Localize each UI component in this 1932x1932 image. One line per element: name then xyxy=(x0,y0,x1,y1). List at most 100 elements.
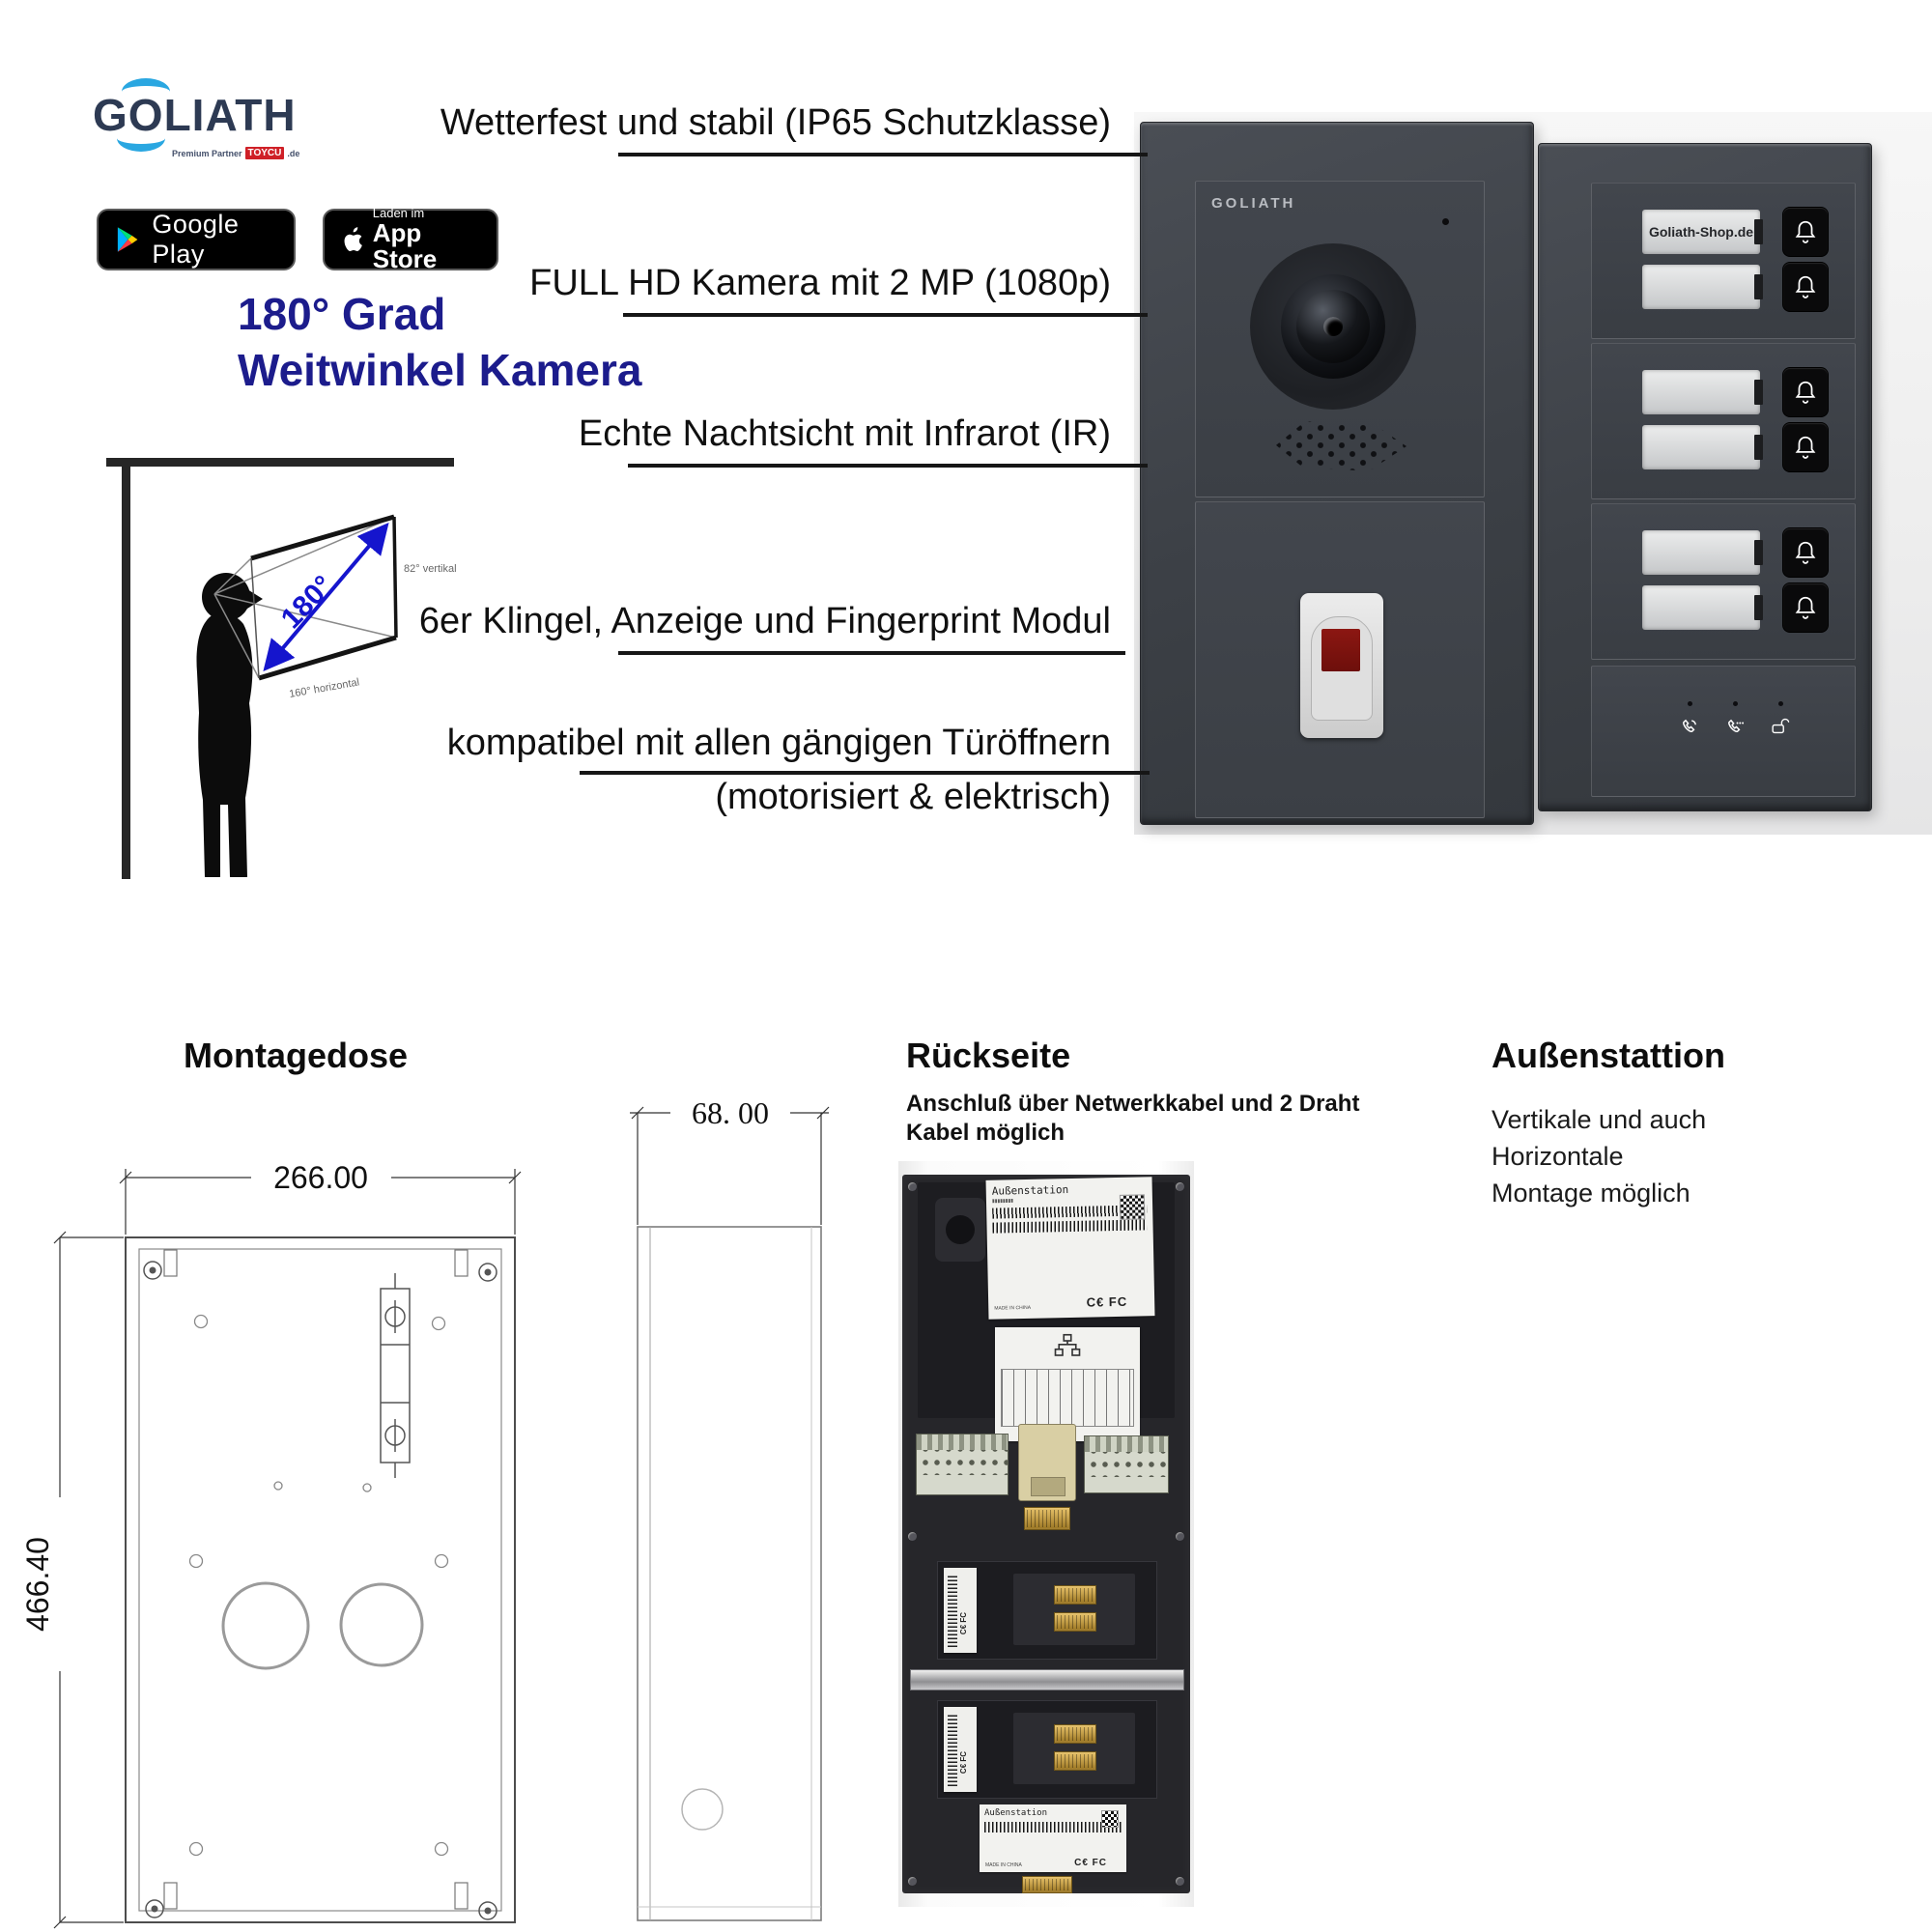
montagedose-drawing: 266.00 466.40 68. 00 xyxy=(20,1095,830,1929)
qr-code xyxy=(1119,1194,1146,1220)
camera-pupil xyxy=(1323,317,1343,336)
screw xyxy=(1176,1877,1184,1886)
status-led xyxy=(1687,701,1692,706)
gold-connector xyxy=(1022,1876,1072,1893)
rj45-jack xyxy=(1018,1424,1076,1501)
rj45-contact xyxy=(1031,1477,1065,1496)
label-title: Außenstation xyxy=(984,1808,1048,1818)
wiring-label xyxy=(995,1327,1140,1441)
headline-line2: Weitwinkel Kamera xyxy=(238,345,642,395)
wall-line-horizontal xyxy=(106,458,454,467)
barcode-vertical xyxy=(948,1574,957,1647)
bell-button-6[interactable] xyxy=(1783,583,1828,632)
made-in-label: MADE IN CHINA xyxy=(985,1862,1022,1868)
google-play-badge[interactable]: Google Play xyxy=(97,209,296,270)
feature-underline xyxy=(618,153,1148,156)
fingerprint-reader[interactable] xyxy=(1300,593,1383,738)
device-label-top: Außenstation ▮▮▮▮▮▮▮▮ C€ FC MADE IN CHIN… xyxy=(985,1177,1155,1320)
nameplate-notch xyxy=(1754,540,1763,565)
terminal-block-left xyxy=(916,1434,1009,1495)
bell-module-1: Goliath-Shop.de xyxy=(1591,183,1856,339)
app-store-label: App Store xyxy=(372,217,438,273)
rueckseite-title: Rückseite xyxy=(906,1036,1071,1075)
status-led xyxy=(1777,701,1783,706)
status-door-unlock xyxy=(1766,701,1795,743)
bell-module-3 xyxy=(1591,503,1856,660)
gold-connector xyxy=(1024,1507,1070,1530)
nameplate-5 xyxy=(1642,530,1763,575)
bell-icon xyxy=(1795,381,1816,404)
ethernet-icon xyxy=(1054,1333,1081,1356)
camera-lens xyxy=(1296,290,1370,363)
bell-icon xyxy=(1795,541,1816,564)
wall-line-vertical xyxy=(122,458,130,879)
din-rail xyxy=(910,1669,1184,1690)
terminal-block-right xyxy=(1084,1435,1169,1493)
aussenstation-line3: Montage möglich xyxy=(1492,1179,1690,1208)
call-active-icon xyxy=(1728,719,1745,733)
barcode xyxy=(992,1219,1148,1234)
fingerprint-sensor[interactable] xyxy=(1321,629,1360,671)
bell-button-5[interactable] xyxy=(1783,528,1828,577)
rueckseite-note: Anschluß über Netwerkkabel und 2 Draht K… xyxy=(906,1090,1359,1148)
partner-suffix: .de xyxy=(287,148,300,158)
nameplate-notch xyxy=(1754,274,1763,299)
bay-label: C€ FC xyxy=(944,1707,977,1792)
screw xyxy=(908,1182,917,1191)
app-store-badge[interactable]: Laden im App Store xyxy=(323,207,498,273)
barcode-vertical xyxy=(948,1713,957,1786)
bay-recess xyxy=(1013,1574,1135,1645)
gold-pad xyxy=(1054,1612,1096,1632)
bell-button-3[interactable] xyxy=(1783,368,1828,416)
terminal-teeth xyxy=(1085,1436,1168,1452)
ce-fc-mark: C€ FC xyxy=(1086,1293,1128,1310)
fov-diagonal-label: 180° xyxy=(275,570,340,636)
status-call-active xyxy=(1720,701,1749,743)
google-play-icon xyxy=(117,227,138,252)
door-station-camera-panel: GOLIATH xyxy=(1140,122,1534,825)
nameplate-3 xyxy=(1642,370,1763,414)
bell-icon xyxy=(1795,596,1816,619)
rueckseite-note-line2: Kabel möglich xyxy=(906,1120,1065,1146)
bell-icon xyxy=(1795,436,1816,459)
partner-prefix: Premium Partner xyxy=(172,148,242,158)
qr-code xyxy=(1101,1810,1119,1828)
device-brand-label: GOLIATH xyxy=(1211,195,1296,212)
nameplate-notch xyxy=(1754,219,1763,244)
dim-width: 266.00 xyxy=(273,1160,368,1195)
gold-pad xyxy=(1054,1751,1096,1771)
device-label-bottom: Außenstation C€ FC MADE IN CHINA xyxy=(980,1804,1126,1872)
terminal-teeth xyxy=(917,1435,1008,1450)
feature-dooropener: kompatibel mit allen gängigen Türöffnern xyxy=(446,723,1111,763)
montagedose-title: Montagedose xyxy=(184,1036,409,1075)
call-ring-icon xyxy=(1683,719,1696,733)
ce-fc-mark: C€ FC xyxy=(1074,1858,1107,1868)
module-bay-2: C€ FC xyxy=(937,1700,1157,1799)
bay-recess xyxy=(1013,1713,1135,1784)
feature-modules: 6er Klingel, Anzeige und Fingerprint Mod… xyxy=(418,601,1111,641)
feature-weatherproof: Wetterfest und stabil (IP65 Schutzklasse… xyxy=(440,102,1111,143)
bell-button-4[interactable] xyxy=(1783,423,1828,471)
headline-line1: 180° Grad xyxy=(238,289,446,339)
feature-underline xyxy=(618,651,1125,655)
bell-button-1[interactable] xyxy=(1783,208,1828,256)
rueckseite-note-line1: Anschluß über Netwerkkabel und 2 Draht xyxy=(906,1091,1360,1117)
barcode xyxy=(984,1822,1122,1833)
nameplate-6 xyxy=(1642,585,1763,630)
apple-icon xyxy=(344,227,362,251)
screw xyxy=(908,1532,917,1541)
partner-line: Premium Partner TOYCU .de xyxy=(172,147,299,159)
screw xyxy=(1176,1532,1184,1541)
terminal-screws xyxy=(1085,1452,1168,1477)
google-play-label: Google Play xyxy=(152,210,240,269)
back-camera-bump xyxy=(935,1198,985,1262)
nameplate-notch xyxy=(1754,435,1763,460)
microphone-hole xyxy=(1442,218,1449,225)
bell-button-2[interactable] xyxy=(1783,263,1828,311)
status-module xyxy=(1591,666,1856,797)
terminal-screws xyxy=(917,1450,1008,1475)
door-station-bell-panel: Goliath-Shop.de xyxy=(1538,143,1872,811)
bay-label: C€ FC xyxy=(944,1568,977,1653)
